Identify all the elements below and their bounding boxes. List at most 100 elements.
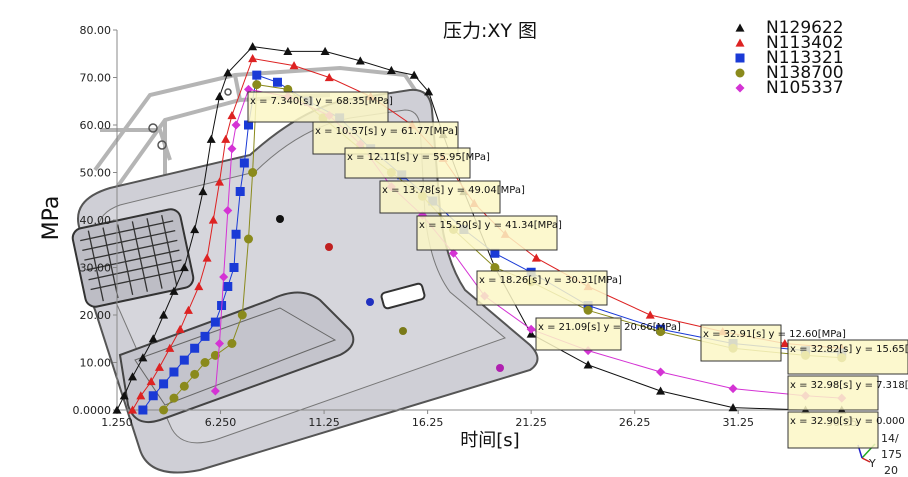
data-point xyxy=(200,331,210,341)
data-point xyxy=(198,187,208,196)
x-axis-title: 时间[s] xyxy=(460,430,519,451)
annotation-text: x = 32.82[s] y = 15.65[M xyxy=(790,344,908,355)
annotation-text: x = 21.09[s] y = 20.66[MPa] xyxy=(538,322,681,333)
data-point xyxy=(237,310,247,320)
annotation-text: x = 18.26[s] y = 30.31[MPa] xyxy=(479,275,622,286)
data-point xyxy=(179,263,189,272)
data-point xyxy=(112,405,122,414)
y-tick-label: 50.00 xyxy=(80,167,112,180)
data-point xyxy=(146,377,156,386)
data-point xyxy=(159,379,169,389)
legend-label: N105337 xyxy=(766,78,844,98)
legend-item: N138700 xyxy=(735,63,844,83)
data-point xyxy=(210,317,220,327)
data-point xyxy=(206,134,216,143)
data-point xyxy=(138,353,148,362)
annotation-text: x = 7.340[s] y = 68.35[MPa] xyxy=(250,96,393,107)
data-point xyxy=(229,263,239,272)
x-tick-label: 1.250 xyxy=(101,416,133,429)
legend-item: N113321 xyxy=(735,48,844,68)
side-label: 175 xyxy=(881,448,902,461)
annotation-callout: x = 32.90[s] y = 0.000 xyxy=(787,411,905,449)
x-tick-label: 21.25 xyxy=(515,416,547,429)
data-point xyxy=(656,367,666,377)
data-point xyxy=(179,355,189,365)
data-point xyxy=(735,68,745,78)
annotation-callout: x = 15.50[s] y = 41.34[MPa] xyxy=(416,215,562,251)
annotation-text: x = 32.98[s] y = 7.318[ xyxy=(790,380,908,391)
annotation-callout: x = 32.82[s] y = 15.65[M xyxy=(787,339,908,375)
data-point xyxy=(243,120,253,130)
data-point xyxy=(424,87,434,96)
data-point xyxy=(231,120,241,130)
y-tick-label: 30.00 xyxy=(80,262,112,275)
data-point xyxy=(219,272,229,282)
armrest xyxy=(118,291,355,424)
data-point xyxy=(248,168,258,177)
y-axis-title: MPa xyxy=(39,196,64,241)
legend-label: N138700 xyxy=(766,63,844,83)
axes: 0.000010.0020.0030.0040.0050.0060.0070.0… xyxy=(73,24,878,429)
data-point xyxy=(148,391,158,401)
legend-item: N113402 xyxy=(735,33,844,53)
data-point xyxy=(272,77,282,87)
data-point xyxy=(409,70,419,79)
data-point xyxy=(119,391,129,400)
data-point xyxy=(289,61,299,70)
data-point xyxy=(780,339,790,348)
data-point xyxy=(231,229,241,239)
x-tick-label: 6.250 xyxy=(205,416,237,429)
x-tick-label: 26.25 xyxy=(619,416,651,429)
y-tick-label: 60.00 xyxy=(80,119,112,132)
annotation-callout: x = 32.91[s] y = 12.60[MPa] xyxy=(700,324,846,362)
y-tick-label: 0.0000 xyxy=(73,404,112,417)
data-point xyxy=(283,46,293,55)
legend-item: N129622 xyxy=(735,18,844,38)
data-point xyxy=(526,324,536,334)
annotation-text: x = 13.78[s] y = 49.04[MPa] xyxy=(382,185,525,196)
annotation-callout: x = 12.11[s] y = 55.95[MPa] xyxy=(344,147,490,179)
triad-label: Y xyxy=(868,457,876,470)
data-point xyxy=(227,111,237,120)
y-tick-label: 80.00 xyxy=(80,24,112,37)
data-point xyxy=(320,46,330,55)
data-point xyxy=(252,70,262,80)
data-point xyxy=(200,358,210,367)
data-point xyxy=(215,92,225,101)
data-point xyxy=(148,334,158,343)
data-point xyxy=(179,381,189,391)
speaker-grill xyxy=(71,208,195,308)
annotation-text: x = 32.90[s] y = 0.000 xyxy=(790,416,905,427)
data-point xyxy=(136,391,146,400)
annotation-layer: x = 7.340[s] y = 68.35[MPa]x = 10.57[s] … xyxy=(247,91,908,449)
data-point xyxy=(243,234,253,244)
x-tick-label: 11.25 xyxy=(308,416,340,429)
annotation-callout: x = 21.09[s] y = 20.66[MPa] xyxy=(535,317,681,351)
data-point xyxy=(490,248,500,258)
data-point xyxy=(583,360,593,369)
annotation-callout: x = 7.340[s] y = 68.35[MPa] xyxy=(247,91,393,123)
data-point xyxy=(138,405,148,415)
y-tick-label: 70.00 xyxy=(80,72,112,85)
data-point xyxy=(227,339,237,348)
data-point xyxy=(190,343,200,353)
data-point xyxy=(252,80,262,90)
side-label: 20 xyxy=(884,464,898,477)
data-point xyxy=(583,305,593,315)
data-point xyxy=(656,386,666,395)
data-point xyxy=(227,144,237,154)
data-point xyxy=(645,310,655,319)
y-tick-label: 40.00 xyxy=(80,214,112,227)
data-point xyxy=(202,253,212,262)
data-point xyxy=(235,187,245,196)
data-point xyxy=(728,403,738,412)
data-point xyxy=(159,310,169,319)
annotation-text: x = 12.11[s] y = 55.95[MPa] xyxy=(347,152,490,163)
annotation-callout: x = 13.78[s] y = 49.04[MPa] xyxy=(379,180,525,214)
data-point xyxy=(735,83,745,93)
data-point xyxy=(183,305,193,314)
y-ticks: 0.000010.0020.0030.0040.0050.0060.0070.0… xyxy=(73,24,117,417)
data-point xyxy=(210,386,220,396)
